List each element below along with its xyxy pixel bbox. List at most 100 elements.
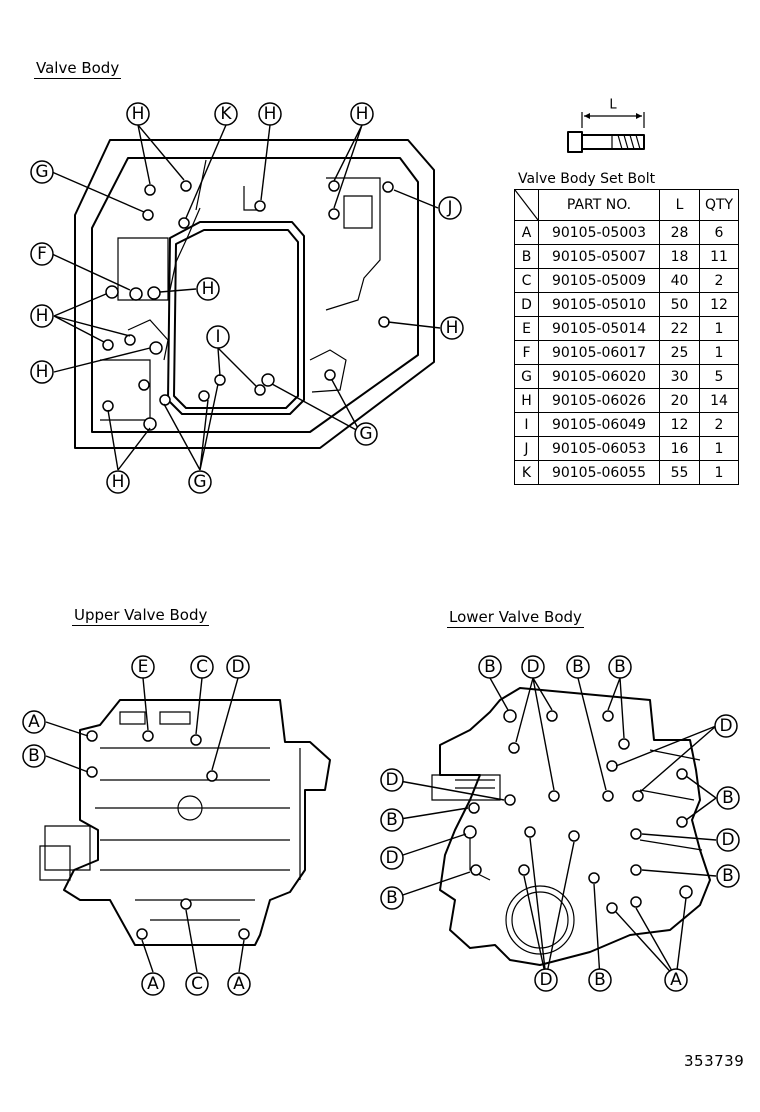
svg-text:B: B <box>28 746 40 766</box>
callout-a: A <box>141 972 165 996</box>
upper-valve-body-title: Upper Valve Body <box>72 606 210 626</box>
row-length: 16 <box>659 436 700 461</box>
row-length: 30 <box>659 364 700 389</box>
row-length: 18 <box>659 244 700 269</box>
callouts: H K H H G J F H H H H I G G H A B E C D … <box>22 102 740 996</box>
svg-text:B: B <box>572 657 584 677</box>
row-key: J <box>514 436 539 461</box>
callout-b: B <box>716 864 740 888</box>
row-part-no: 90105-06017 <box>538 340 660 365</box>
row-length: 20 <box>659 388 700 413</box>
callout-e: E <box>131 655 155 679</box>
row-qty: 2 <box>699 268 739 293</box>
row-part-no: 90105-06049 <box>538 412 660 437</box>
svg-text:D: D <box>721 830 734 850</box>
svg-text:D: D <box>719 716 732 736</box>
callout-g: G <box>30 160 54 184</box>
upper-valve-body-outline <box>39 699 331 946</box>
svg-text:A: A <box>233 974 245 994</box>
callout-a: A <box>227 972 251 996</box>
callout-d: D <box>380 846 404 870</box>
callout-b: B <box>588 968 612 992</box>
valve-body-outline <box>74 139 435 449</box>
row-qty: 11 <box>699 244 739 269</box>
svg-text:H: H <box>356 104 369 124</box>
svg-text:H: H <box>264 104 277 124</box>
callout-h: H <box>30 304 54 328</box>
svg-text:B: B <box>484 657 496 677</box>
header-corner <box>514 189 539 221</box>
svg-text:E: E <box>138 657 149 677</box>
svg-text:F: F <box>37 244 47 264</box>
row-part-no: 90105-05003 <box>538 220 660 245</box>
callout-c: C <box>185 972 209 996</box>
callout-h: H <box>350 102 374 126</box>
svg-text:C: C <box>196 657 208 677</box>
callout-a: A <box>664 968 688 992</box>
row-part-no: 90105-05007 <box>538 244 660 269</box>
callout-a: A <box>22 710 46 734</box>
svg-text:D: D <box>526 657 539 677</box>
svg-text:B: B <box>722 866 734 886</box>
callout-h: H <box>258 102 282 126</box>
row-part-no: 90105-06026 <box>538 388 660 413</box>
valve-body-title: Valve Body <box>34 59 122 79</box>
callout-h: H <box>440 316 464 340</box>
svg-text:A: A <box>670 970 682 990</box>
callout-d: D <box>380 768 404 792</box>
svg-text:H: H <box>36 306 49 326</box>
callout-b: B <box>380 886 404 910</box>
bolt-illustration: L <box>567 98 645 153</box>
callout-h: H <box>126 102 150 126</box>
callout-h: H <box>196 277 220 301</box>
svg-text:B: B <box>722 788 734 808</box>
callout-b: B <box>608 655 632 679</box>
svg-text:H: H <box>202 279 215 299</box>
svg-text:D: D <box>539 970 552 990</box>
callout-h: H <box>106 470 130 494</box>
figure-number: 353739 <box>684 1052 745 1070</box>
callout-d: D <box>714 714 738 738</box>
callout-g: G <box>188 470 212 494</box>
svg-text:B: B <box>594 970 606 990</box>
bolt-table-caption: Valve Body Set Bolt <box>518 171 656 187</box>
row-key: B <box>514 244 539 269</box>
callout-d: D <box>521 655 545 679</box>
bolt-length-label: L <box>609 98 617 113</box>
svg-text:H: H <box>446 318 459 338</box>
row-qty: 14 <box>699 388 739 413</box>
svg-text:G: G <box>35 162 48 182</box>
row-part-no: 90105-05009 <box>538 268 660 293</box>
callout-b: B <box>380 808 404 832</box>
svg-text:B: B <box>386 888 398 908</box>
callout-b: B <box>478 655 502 679</box>
svg-text:I: I <box>215 327 220 347</box>
svg-text:D: D <box>385 848 398 868</box>
svg-text:H: H <box>112 472 125 492</box>
callout-b: B <box>566 655 590 679</box>
row-qty: 6 <box>699 220 739 245</box>
callout-b: B <box>22 744 46 768</box>
callout-b: B <box>716 786 740 810</box>
callout-k: K <box>214 102 238 126</box>
svg-text:A: A <box>147 974 159 994</box>
svg-text:A: A <box>28 712 40 732</box>
callout-c: C <box>190 655 214 679</box>
svg-text:G: G <box>193 472 206 492</box>
callout-g: G <box>354 422 378 446</box>
callout-d: D <box>534 968 558 992</box>
callout-f: F <box>30 242 54 266</box>
lower-valve-body-title: Lower Valve Body <box>447 608 584 628</box>
callout-d: D <box>716 828 740 852</box>
callout-d: D <box>226 655 250 679</box>
svg-text:H: H <box>132 104 145 124</box>
